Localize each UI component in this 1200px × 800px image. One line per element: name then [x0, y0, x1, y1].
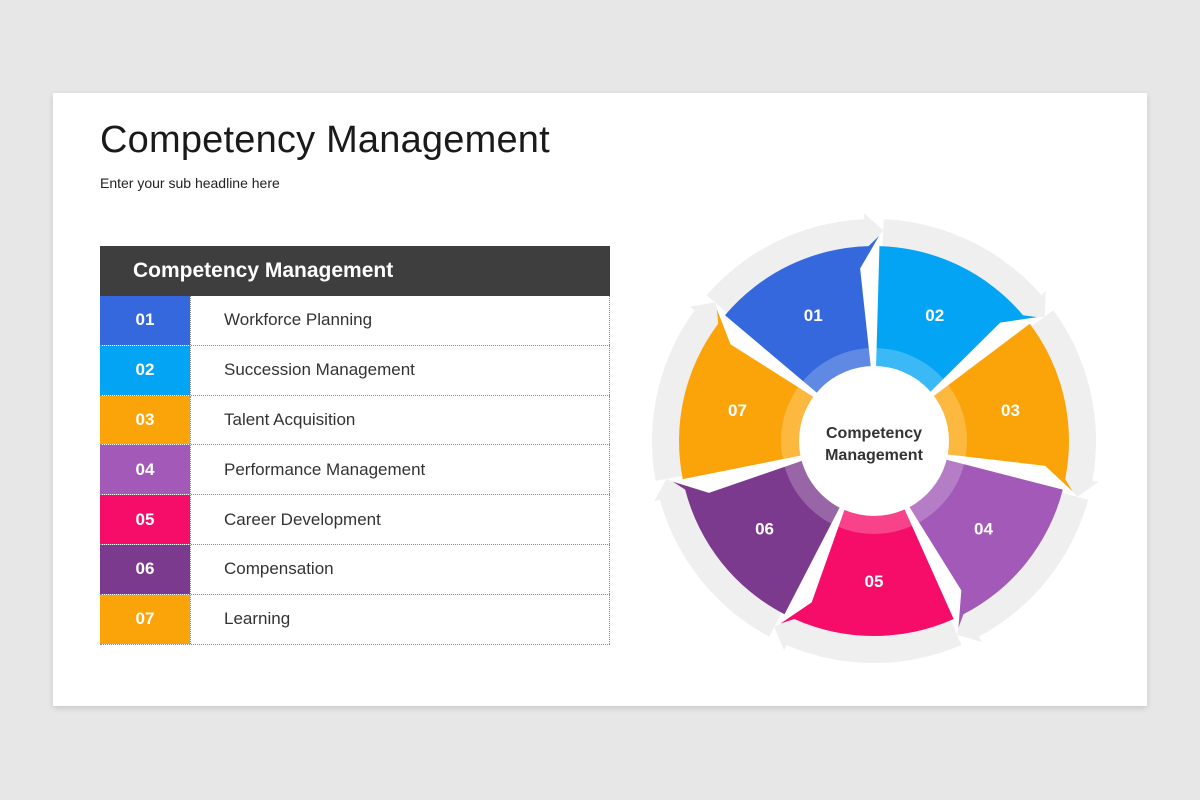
row-number-badge: 05 — [100, 495, 190, 544]
row-label: Talent Acquisition — [190, 395, 610, 445]
row-number-badge: 06 — [100, 544, 190, 594]
row-label: Career Development — [190, 495, 610, 544]
slide-subtitle: Enter your sub headline here — [100, 175, 280, 191]
row-label: Succession Management — [190, 345, 610, 395]
row-number-badge: 02 — [100, 345, 190, 395]
slide: Competency Management Enter your sub hea… — [53, 93, 1147, 706]
row-number-badge: 07 — [100, 594, 190, 644]
row-label: Workforce Planning — [190, 296, 610, 345]
table-header: Competency Management — [100, 246, 610, 296]
row-number-badge: 04 — [100, 445, 190, 495]
row-label: Learning — [190, 594, 610, 644]
row-label: Compensation — [190, 544, 610, 594]
row-number-badge: 03 — [100, 395, 190, 445]
row-label: Performance Management — [190, 445, 610, 495]
row-number-badge: 01 — [100, 296, 190, 345]
slide-title: Competency Management — [100, 119, 550, 161]
